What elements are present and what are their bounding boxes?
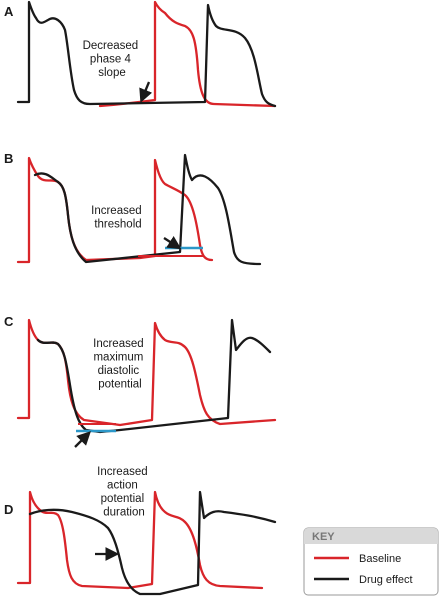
panel-d-drug-trace: [28, 490, 277, 596]
arrow-icon: [74, 431, 91, 448]
panel-c-annotation: Increased maximum diastolic potential: [93, 338, 147, 391]
panel-c: C Increased maximum diastolic potential: [4, 314, 277, 448]
panel-a-annotation: Decreased phase 4 slope: [83, 40, 142, 79]
key-legend: KEY Baseline Drug effect: [303, 527, 439, 596]
panel-letter-c: C: [4, 314, 14, 329]
panel-letter-d: D: [4, 502, 13, 517]
arrow-icon: [163, 235, 182, 250]
panel-a-drug-trace: [16, 0, 277, 108]
panel-c-baseline-trace: [16, 318, 277, 427]
panel-d: D Increased action potential duration: [4, 466, 277, 596]
panel-a-baseline-trace: [98, 0, 277, 108]
panel-b-drug-trace: [33, 153, 262, 266]
panel-a: A Decreased phase 4 slope: [4, 0, 277, 108]
key-drug-label: Drug effect: [359, 574, 413, 586]
panel-c-drug-trace: [36, 318, 272, 434]
key-header: [304, 528, 438, 544]
arrow-icon: [139, 81, 153, 103]
panel-d-annotation: Increased action potential duration: [97, 466, 151, 519]
panel-d-baseline-trace: [16, 490, 264, 590]
panel-letter-a: A: [4, 4, 14, 19]
panel-b-annotation: Increased threshold: [91, 205, 145, 231]
panel-letter-b: B: [4, 151, 13, 166]
key-baseline-label: Baseline: [359, 553, 401, 565]
panel-b: B Increased threshold: [4, 151, 262, 266]
key-title: KEY: [312, 531, 335, 543]
